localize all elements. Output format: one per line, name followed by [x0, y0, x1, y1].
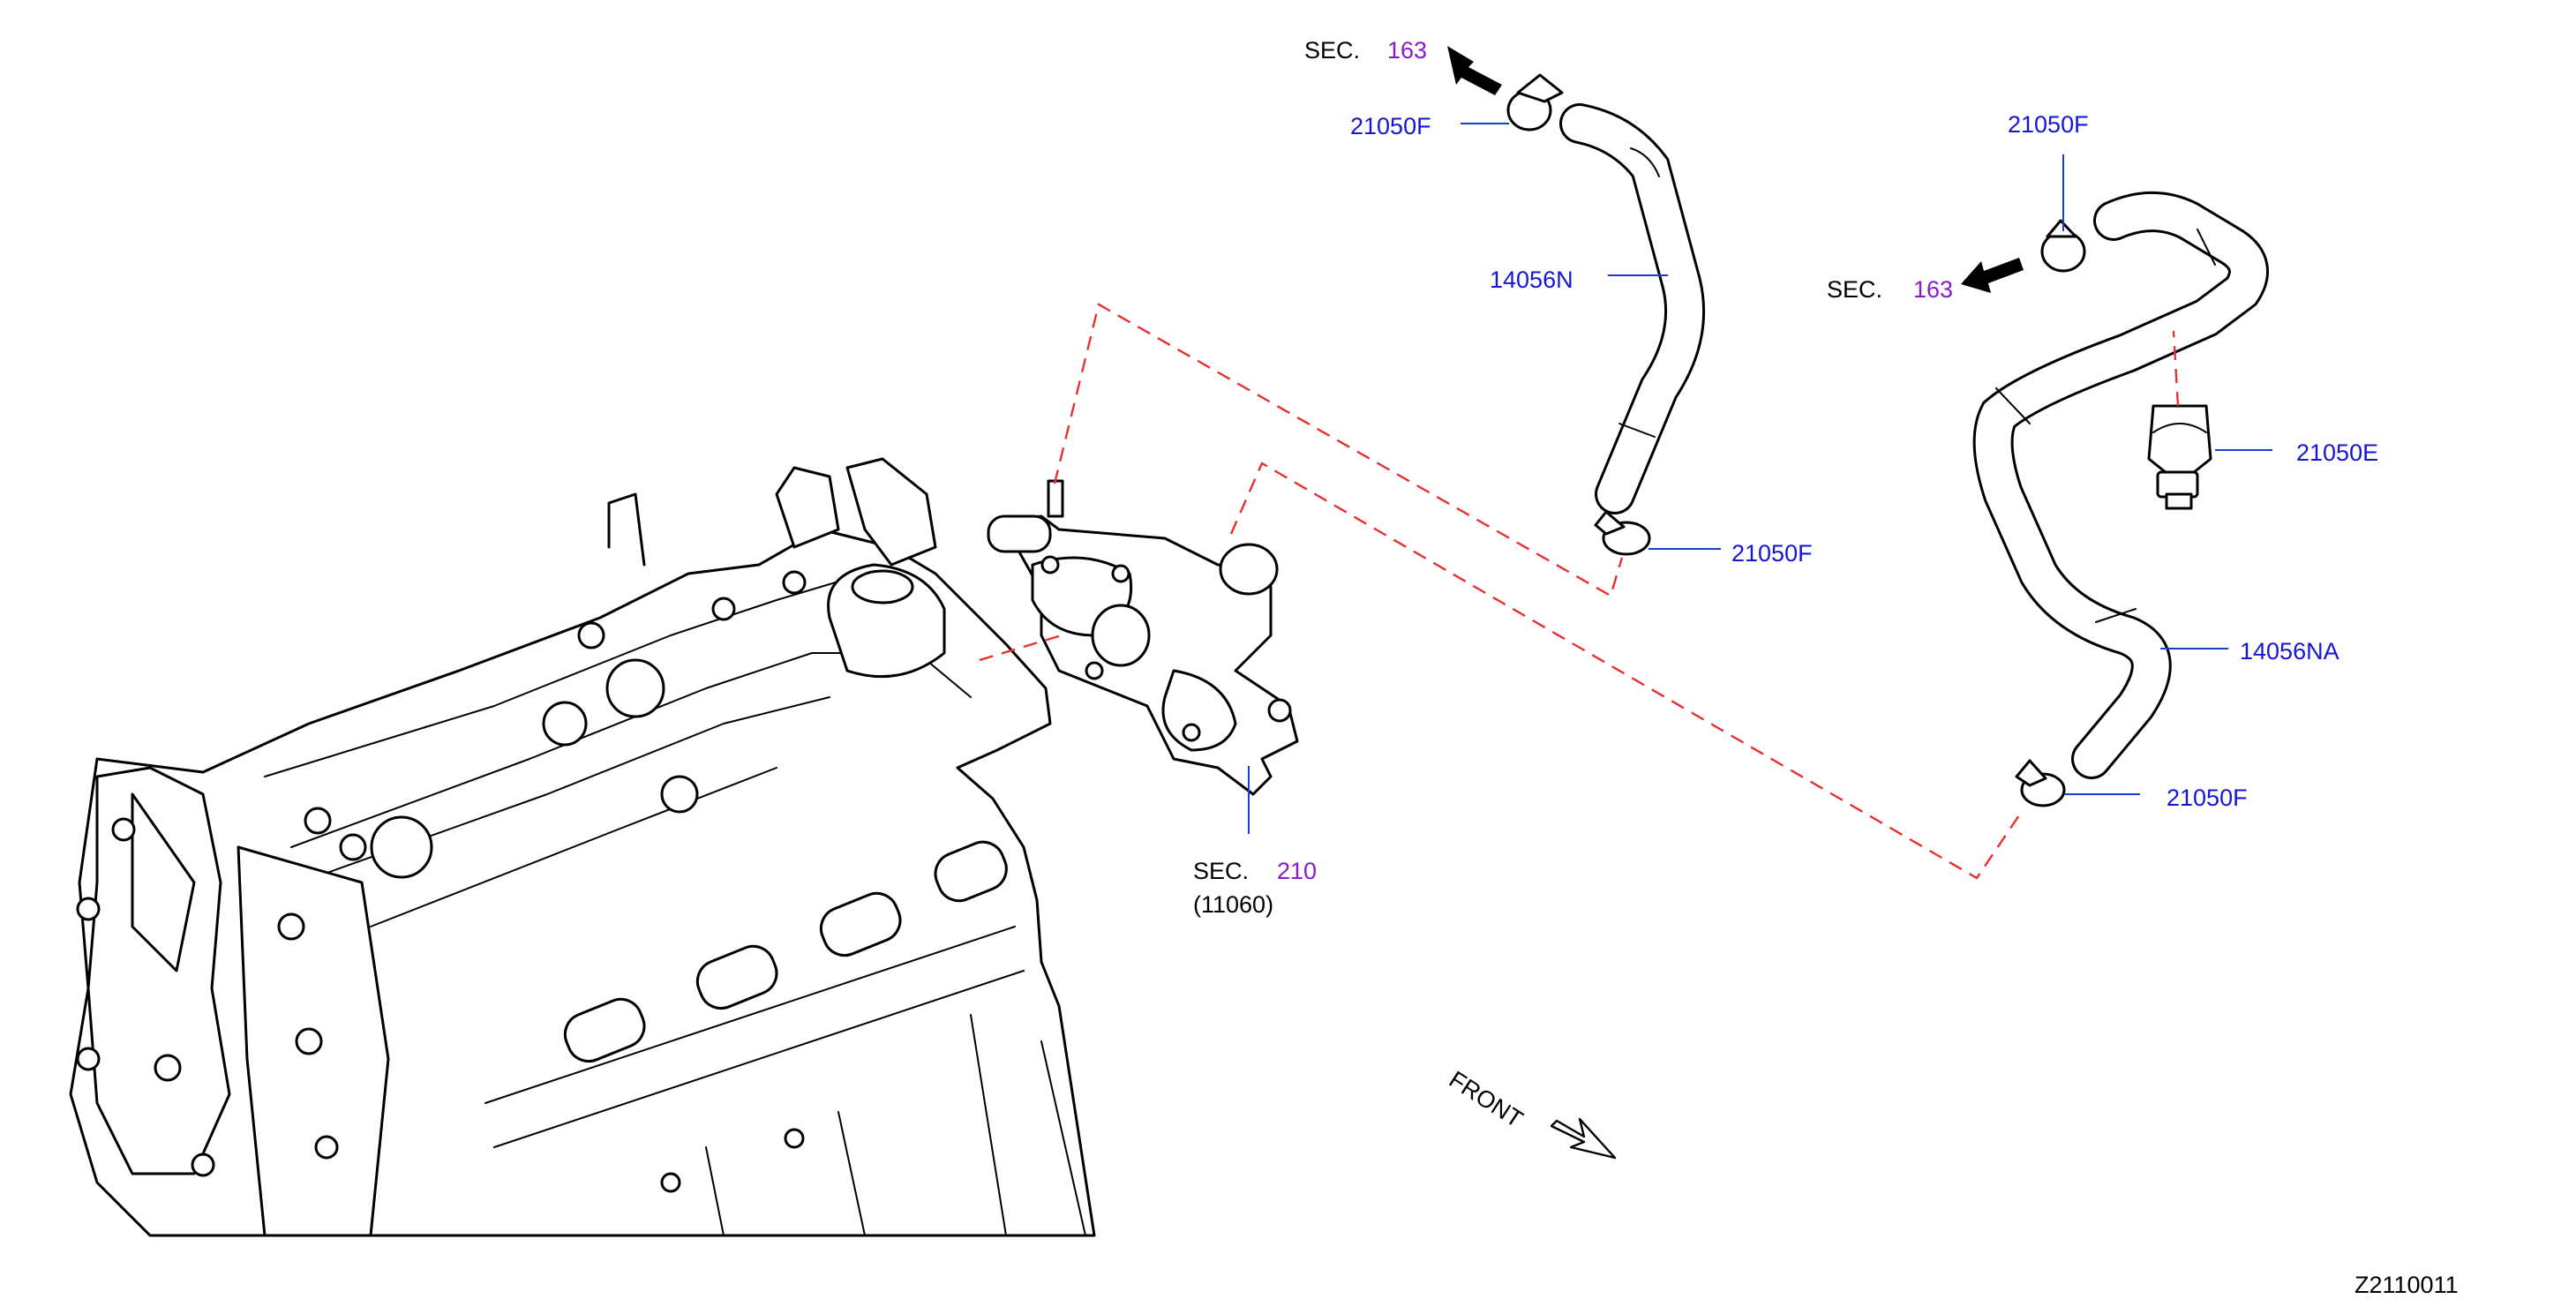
hose-14056NA	[1972, 191, 2269, 779]
hose-clamp-top-right	[2040, 219, 2086, 273]
link-clip-to-hose	[2172, 330, 2180, 407]
water-outlet-housing	[987, 479, 1299, 796]
sec-link-210[interactable]: 210	[1277, 858, 1317, 884]
hose-clamp-mid	[1594, 510, 1651, 556]
labels: SEC. 163 21050F 14056N 21050F 21050F SEC…	[1193, 37, 2459, 1298]
front-direction-icon	[1550, 1117, 1617, 1160]
part-number-14056NA[interactable]: 14056NA	[2240, 638, 2339, 665]
arrow-icon	[1447, 46, 1502, 95]
engine-assembly-illustration	[69, 457, 1096, 1237]
hose-clamp-top-left	[1506, 73, 1564, 131]
hose-clip-21050E	[2147, 404, 2212, 510]
part-number-21050F[interactable]: 21050F	[2167, 785, 2248, 811]
part-number-21050F[interactable]: 21050F	[2008, 111, 2089, 138]
sec-sub-label: (11060)	[1193, 891, 1273, 918]
diagram-code: Z2110011	[2354, 1272, 2459, 1298]
front-label: FRONT	[1445, 1066, 1528, 1133]
sec-link-163[interactable]: 163	[1913, 276, 1953, 303]
link-outlet-to-hose-14056N	[1053, 303, 1624, 597]
link-outlet-to-hose-14056NA	[979, 634, 1063, 662]
sec-label: SEC.	[1827, 276, 1882, 303]
part-number-21050F[interactable]: 21050F	[1731, 540, 1813, 567]
part-number-14056N[interactable]: 14056N	[1490, 267, 1573, 293]
link-housing-to-lower-clamp	[1229, 462, 2024, 880]
arrow-icon	[1961, 258, 2024, 293]
sec-link-163[interactable]: 163	[1387, 37, 1427, 64]
hose-clamp-bottom-right	[2015, 759, 2066, 807]
part-number-21050E[interactable]: 21050E	[2296, 439, 2378, 466]
part-number-21050F[interactable]: 21050F	[1350, 113, 1431, 139]
leader-lines	[1248, 123, 2272, 834]
hose-14056N	[1559, 103, 1706, 514]
sec-label: SEC.	[1304, 37, 1360, 64]
dashed-connection-lines	[979, 303, 2180, 880]
sec-label: SEC.	[1193, 858, 1249, 884]
